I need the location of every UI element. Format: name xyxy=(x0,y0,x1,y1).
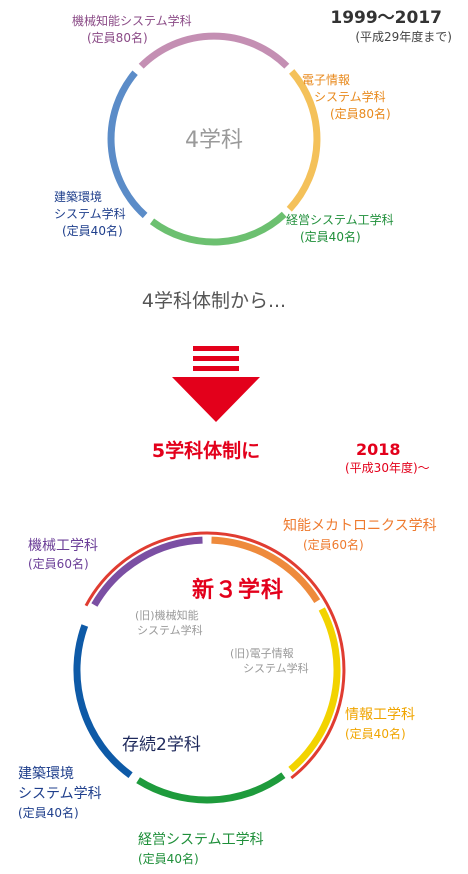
bottom-dept-mechatronics-name: 知能メカトロニクス学科 xyxy=(283,518,437,534)
top-ring-arc-mechanical xyxy=(138,32,290,69)
new-departments-label: 新３学科 xyxy=(192,578,285,603)
top-dept-management-capacity: (定員40名) xyxy=(300,230,361,244)
top-period-note: (平成29年度まで) xyxy=(355,30,452,44)
bottom-dept-mechanical-capacity: (定員60名) xyxy=(28,557,89,571)
old-electronic-label-line2: システム学科 xyxy=(243,662,309,675)
top-dept-mechanical-capacity: (定員80名) xyxy=(87,31,148,45)
bottom-dept-architecture-name-line1: 建築環境 xyxy=(18,766,74,782)
old-electronic-label-line1: (旧)電子情報 xyxy=(230,647,294,660)
bottom-dept-architecture-capacity: (定員40名) xyxy=(18,806,79,820)
top-center-label: 4学科 xyxy=(185,128,243,153)
bottom-ring-arc-architecture xyxy=(73,624,133,779)
bottom-dept-mechanical-name: 機械工学科 xyxy=(28,538,98,554)
bottom-ring-arc-information xyxy=(288,607,341,773)
old-mechanical-label-line1: (旧)機械知能 xyxy=(135,609,199,622)
top-dept-management-name: 経営システム工学科 xyxy=(286,213,394,227)
bottom-ring-arc-management xyxy=(136,772,286,804)
top-dept-architecture-name-line2: システム学科 xyxy=(54,207,126,221)
bottom-ring-arc-mechatronics xyxy=(211,536,321,603)
bottom-dept-architecture-name-line2: システム学科 xyxy=(18,786,102,802)
transition-result: 5学科体制に xyxy=(151,440,261,462)
down-arrow-icon xyxy=(172,346,260,422)
top-ring-arc-electronic xyxy=(286,69,321,212)
top-ring-arc-architecture xyxy=(107,70,148,219)
bottom-ring-arc-mechanical xyxy=(91,536,203,607)
top-dept-mechanical-name: 機械知能システム学科 xyxy=(72,14,192,28)
old-mechanical-label-line2: システム学科 xyxy=(137,624,203,637)
top-dept-architecture-capacity: (定員40名) xyxy=(62,224,123,238)
top-dept-architecture-name-line1: 建築環境 xyxy=(54,190,103,204)
top-dept-electronic-name-line1: 電子情報 xyxy=(302,73,351,87)
bottom-dept-mechatronics-capacity: (定員60名) xyxy=(303,538,364,552)
bottom-dept-information-capacity: (定員40名) xyxy=(345,727,406,741)
top-dept-electronic-name-line2: システム学科 xyxy=(314,90,386,104)
bottom-dept-management-name: 経営システム工学科 xyxy=(138,832,264,848)
transition-year-note: (平成30年度)〜 xyxy=(345,461,430,475)
new-departments-outer-ring xyxy=(84,531,346,780)
transition-caption: 4学科体制から... xyxy=(141,290,287,312)
transition-year: 2018 xyxy=(356,440,401,459)
top-ring-arc-management xyxy=(149,211,287,246)
bottom-dept-management-capacity: (定員40名) xyxy=(138,852,199,866)
continuing-departments-label: 存続2学科 xyxy=(122,735,201,755)
top-year-range: 1999〜2017 xyxy=(330,8,442,28)
top-dept-electronic-capacity: (定員80名) xyxy=(330,107,391,121)
bottom-dept-information-name: 情報工学科 xyxy=(345,707,415,723)
